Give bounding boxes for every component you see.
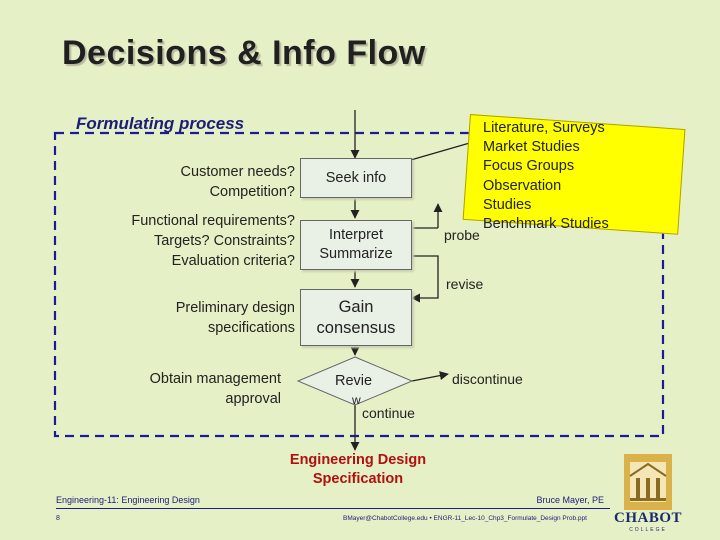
source-focus-groups: Focus Groups xyxy=(483,158,575,175)
output-line-1: Engineering Design xyxy=(289,452,427,468)
footer-author: Bruce Mayer, PE xyxy=(536,495,604,505)
summarize-label: Summarize xyxy=(319,246,393,262)
footer-email: BMayer@ChabotCollege.edu • ENGR-11_Lec-1… xyxy=(343,515,587,522)
arrow-discontinue xyxy=(411,371,449,382)
gain-label: Gain xyxy=(338,297,374,316)
discontinue-label: discontinue xyxy=(452,371,523,387)
source-observation: Observation xyxy=(483,177,562,194)
gain-consensus-box: Gain consensus xyxy=(300,289,412,346)
competition-label: Competition? xyxy=(209,184,295,200)
management-approval-label: Obtain management approval xyxy=(115,369,281,409)
chabot-logo-text: CHABOT xyxy=(614,510,683,526)
slide-title: Decisions & Info Flow xyxy=(62,34,426,72)
functional-questions: Functional requirements? Targets? Constr… xyxy=(100,211,295,271)
footer-course: Engineering-11: Engineering Design xyxy=(56,495,200,505)
review-tail-label: w xyxy=(352,393,361,407)
arrow-revise xyxy=(411,255,439,303)
evaluation-criteria-label: Evaluation criteria? xyxy=(171,253,295,269)
source-studies: Studies xyxy=(483,196,532,213)
seek-info-label: Seek info xyxy=(325,169,387,186)
sources-list: Literature, Surveys Market Studies Focus… xyxy=(483,119,609,234)
revise-label: revise xyxy=(446,276,484,292)
continue-label: continue xyxy=(362,405,415,421)
source-market: Market Studies xyxy=(483,139,580,156)
probe-label: probe xyxy=(444,227,480,243)
output-line-2: Specification xyxy=(312,470,404,487)
preliminary-line-2: specifications xyxy=(207,320,295,336)
process-boundary xyxy=(53,131,665,438)
consensus-label: consensus xyxy=(316,318,396,337)
management-line-1: Obtain management xyxy=(149,371,281,387)
interpret-box: Interpret Summarize xyxy=(300,220,412,270)
preliminary-spec-label: Preliminary design specifications xyxy=(130,298,295,338)
management-line-2: approval xyxy=(225,391,281,407)
chabot-logo-icon xyxy=(624,454,672,510)
source-benchmark: Benchmark Studies xyxy=(483,216,609,233)
interpret-label: Interpret xyxy=(329,227,383,243)
targets-constraints-label: Targets? Constraints? xyxy=(153,233,295,249)
page-number: 8 xyxy=(56,515,60,522)
seek-info-box: Seek info xyxy=(300,158,412,198)
footer-divider xyxy=(56,508,610,509)
customer-questions: Customer needs? Competition? xyxy=(140,162,295,202)
output-spec: Engineering Design Specification xyxy=(270,451,446,488)
chabot-logo-subtext: COLLEGE xyxy=(629,527,667,533)
review-label: Revie xyxy=(335,373,373,389)
review-diamond xyxy=(296,356,414,406)
preliminary-line-1: Preliminary design xyxy=(175,300,295,316)
process-subtitle: Formulating process xyxy=(76,114,245,133)
functional-requirements-label: Functional requirements? xyxy=(131,213,295,229)
customer-needs-label: Customer needs? xyxy=(180,164,295,180)
source-literature: Literature, Surveys xyxy=(483,120,605,136)
